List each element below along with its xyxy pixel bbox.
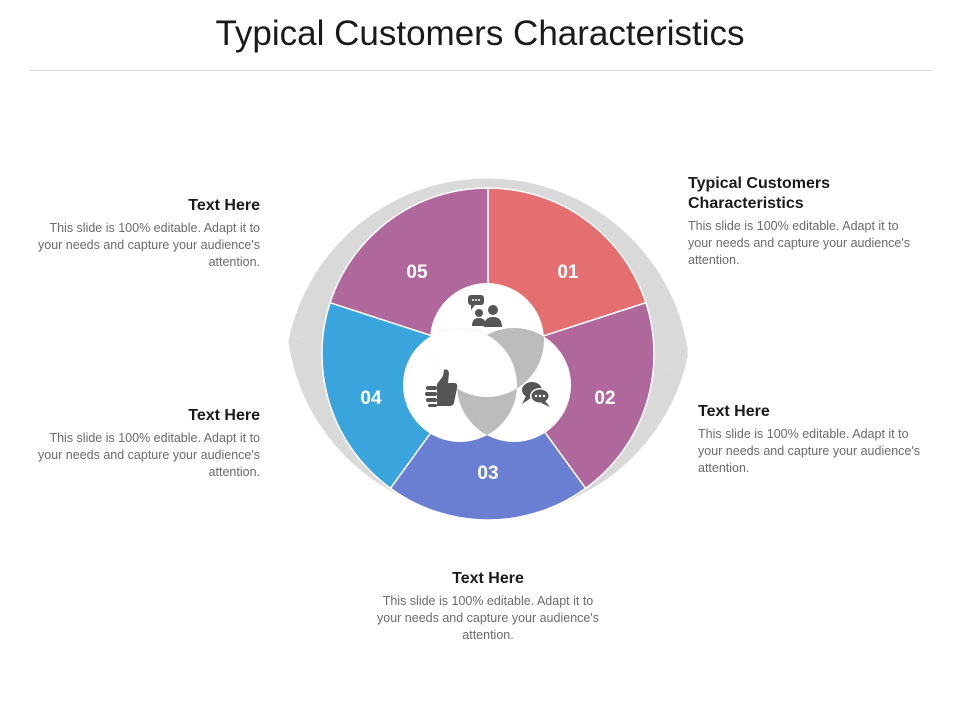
text-block-bottom: Text Here This slide is 100% editable. A… [373,569,603,644]
text-block-top-right-text: This slide is 100% editable. Adapt it to… [688,219,910,267]
text-block-mid-right-text: This slide is 100% editable. Adapt it to… [698,427,920,475]
people-chat-icon [468,295,502,327]
thumbs-up-icon [425,369,458,407]
center-venn [403,283,571,442]
segment-03-number: 03 [477,463,498,484]
segment-02-number: 02 [594,388,615,409]
text-block-top-left-text: This slide is 100% editable. Adapt it to… [38,221,260,269]
text-block-mid-left-text: This slide is 100% editable. Adapt it to… [38,431,260,479]
slide-title: Typical Customers Characteristics [215,14,745,53]
text-block-top-right: Typical Customers Characteristics This s… [688,174,938,269]
segment-04-number: 04 [360,388,382,409]
text-block-bottom-text: This slide is 100% editable. Adapt it to… [377,594,599,642]
segment-01-number: 01 [557,262,579,283]
text-block-bottom-heading: Text Here [452,570,524,587]
title-divider [30,70,932,71]
text-block-mid-left: Text Here This slide is 100% editable. A… [30,406,260,481]
text-block-top-right-heading: Typical Customers Characteristics [688,175,830,212]
text-block-mid-right-heading: Text Here [698,403,770,420]
segment-05-number: 05 [406,262,428,283]
chat-bubbles-icon [522,382,550,407]
text-block-mid-left-heading: Text Here [188,407,260,424]
text-block-mid-right: Text Here This slide is 100% editable. A… [698,402,928,477]
text-block-top-left: Text Here This slide is 100% editable. A… [30,196,260,271]
text-block-top-left-heading: Text Here [188,197,260,214]
segment-03[interactable] [389,352,587,521]
